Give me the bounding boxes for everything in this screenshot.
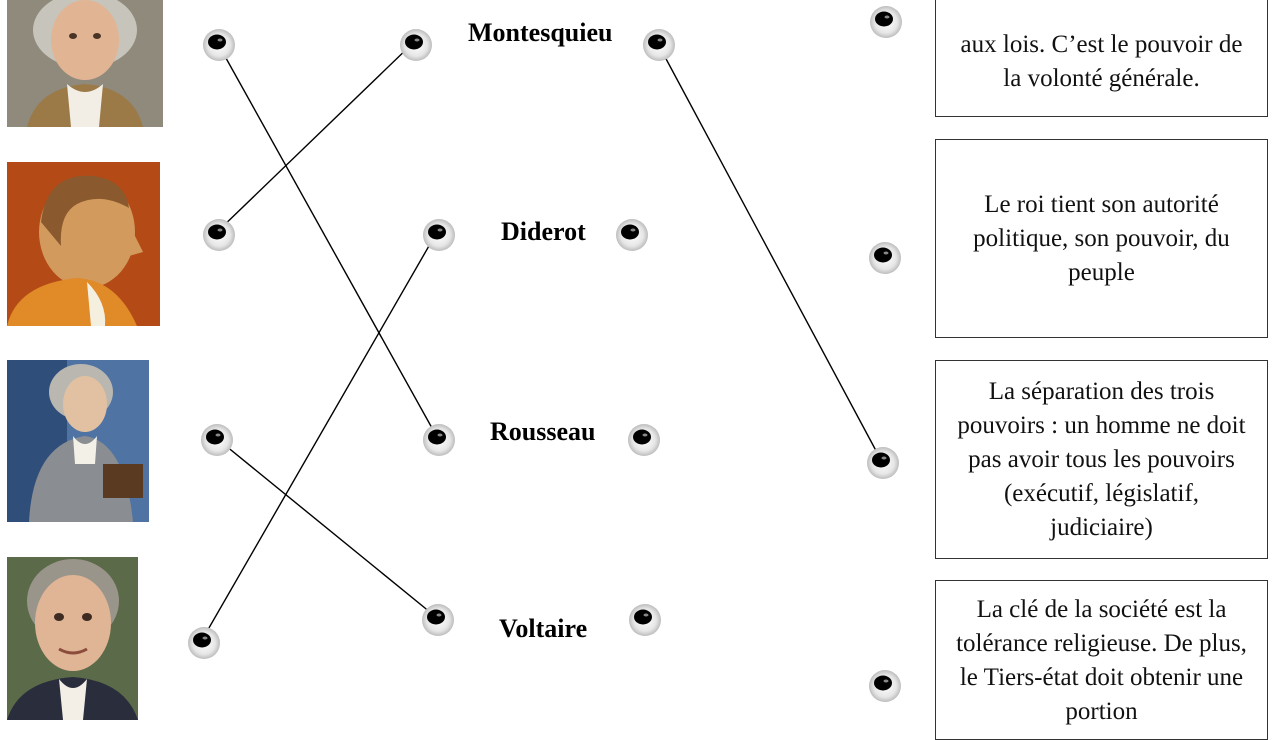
portrait-rousseau [7,0,163,127]
anchor-dot-name-voltaire-right[interactable] [629,604,661,636]
connection-line-portrait-rousseau-to-name-rousseau [216,41,438,438]
anchor-dot-portrait-rousseau[interactable] [203,29,235,61]
connection-lines [201,41,882,641]
connection-dots [188,6,902,702]
anchor-dot-name-montesquieu-left[interactable] [400,29,432,61]
name-rousseau: Rousseau [490,417,596,446]
anchor-dot-name-rousseau-right[interactable] [628,424,660,456]
connection-line-portrait-voltaire-to-name-voltaire [214,436,437,618]
name-diderot: Diderot [501,217,586,246]
connection-line-portrait-montesquieu-to-name-montesquieu [216,41,415,233]
connection-line-name-montesquieu-to-definition-separation-pouvoirs [656,41,882,461]
definition-autorite-peuple: Le roi tient son autorité politique, son… [935,139,1268,338]
anchor-dot-name-montesquieu-right[interactable] [643,29,675,61]
anchor-dot-name-diderot-left[interactable] [423,219,455,251]
definition-separation-pouvoirs: La séparation des trois pouvoirs : un ho… [935,360,1268,559]
portrait-montesquieu-image [7,162,160,326]
portrait-diderot [7,557,138,720]
portrait-voltaire-image [7,360,149,522]
anchor-dot-name-voltaire-left[interactable] [422,604,454,636]
matching-exercise: Montesquieu Diderot Rousseau Voltaire au… [7,0,1268,740]
anchor-dot-name-diderot-right[interactable] [616,219,648,251]
definition-volonte-generale-text: aux lois. C’est le pouvoir de la volonté… [960,31,1243,92]
portrait-montesquieu [7,162,160,326]
anchor-dot-portrait-voltaire[interactable] [201,424,233,456]
anchor-dot-definition-tolerance[interactable] [869,670,901,702]
name-montesquieu: Montesquieu [468,18,613,47]
portrait-voltaire [7,360,149,522]
connection-layer [188,6,902,702]
definition-volonte-generale: aux lois. C’est le pouvoir de la volonté… [935,0,1268,117]
name-voltaire: Voltaire [499,614,588,643]
anchor-dot-portrait-diderot[interactable] [188,627,220,659]
connection-line-portrait-diderot-to-name-diderot [201,231,438,641]
anchor-dot-definition-separation-pouvoirs[interactable] [867,447,899,479]
portrait-rousseau-image [7,0,163,127]
anchor-dot-definition-volonte-generale[interactable] [870,6,902,38]
definition-separation-pouvoirs-text: La séparation des trois pouvoirs : un ho… [957,377,1246,541]
anchor-dot-definition-autorite-peuple[interactable] [869,242,901,274]
portrait-diderot-image [7,557,138,720]
anchor-dot-portrait-montesquieu[interactable] [203,219,235,251]
definition-autorite-peuple-text: Le roi tient son autorité politique, son… [973,190,1230,286]
anchor-dot-name-rousseau-left[interactable] [423,424,455,456]
